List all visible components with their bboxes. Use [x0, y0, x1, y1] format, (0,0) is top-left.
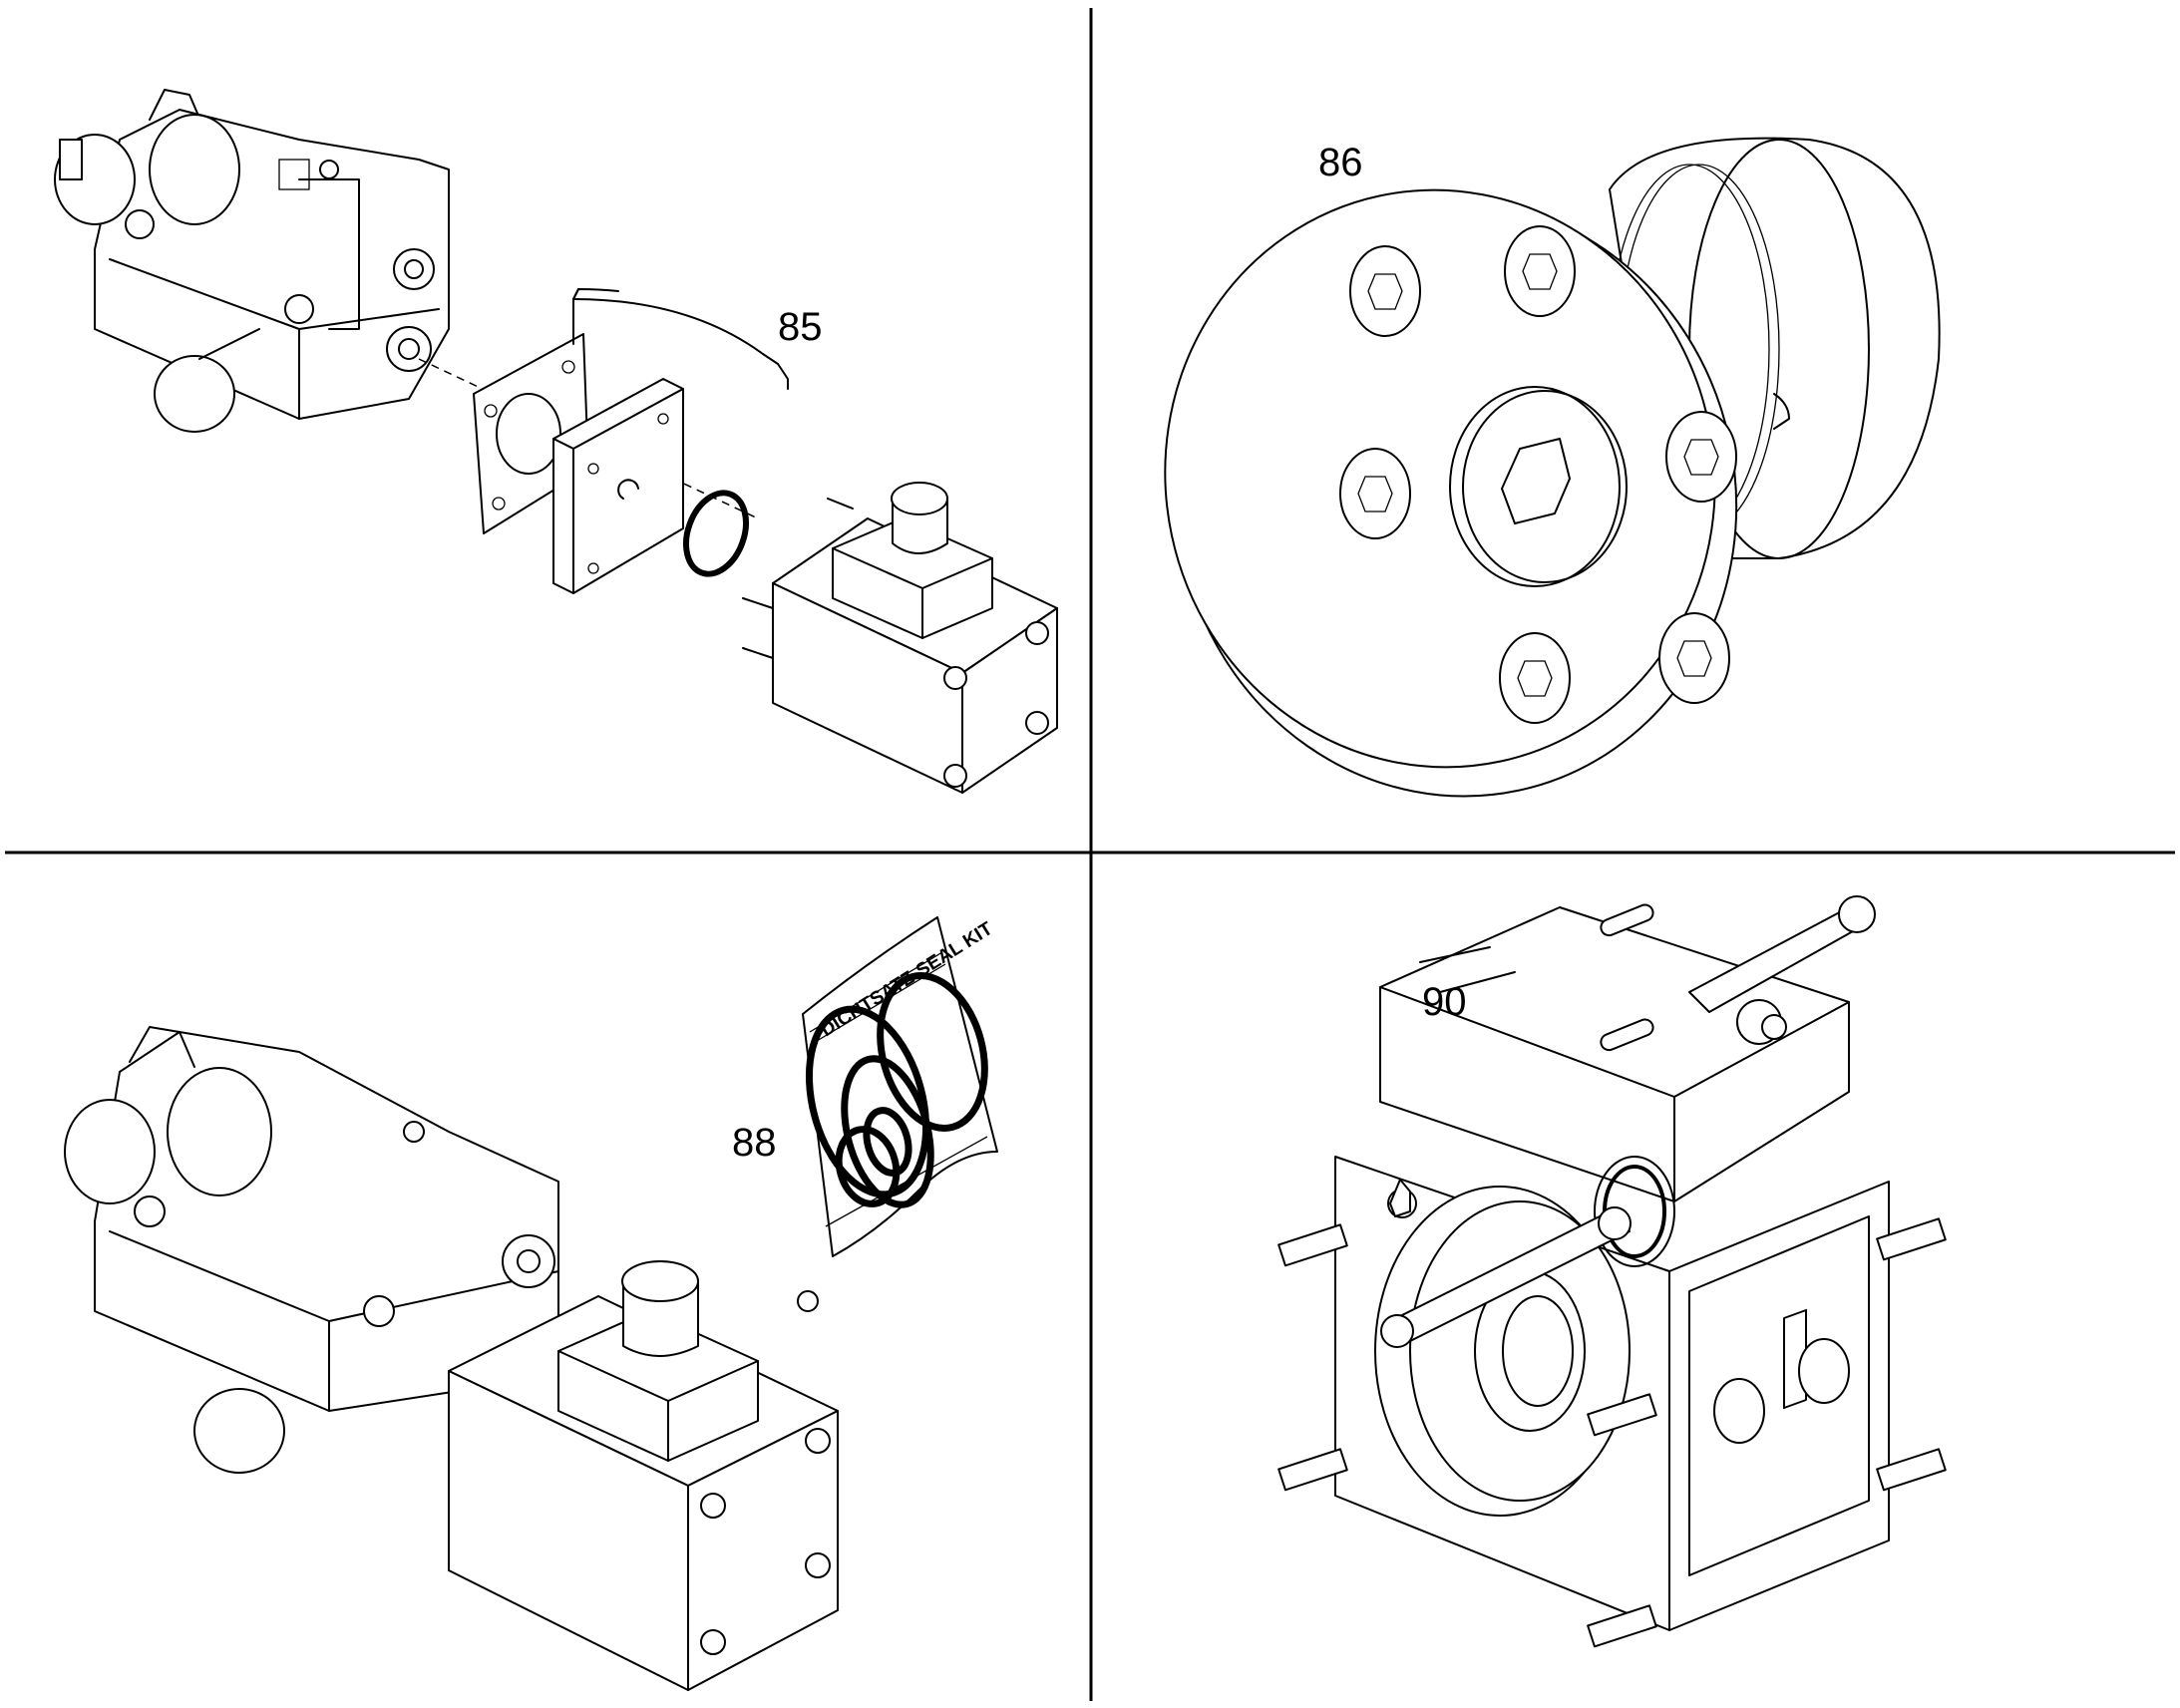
panel-bottom-right: 90 — [1091, 853, 2180, 1708]
pump-housing — [1334, 895, 1890, 1631]
solenoid-valve — [742, 482, 1058, 794]
callout-86: 86 — [1318, 141, 1363, 184]
exploded-valve-drawing — [54, 89, 1058, 794]
hex-socket — [1501, 438, 1571, 524]
callout-88: 88 — [732, 1121, 777, 1165]
pump-housing-drawing — [1277, 895, 1947, 1648]
panel-bottom-left: DICHTSATZ-SEAL KIT 88 — [0, 853, 1091, 1708]
assembled-solenoid — [448, 1260, 839, 1691]
o-ring — [683, 490, 749, 577]
seal-kit-bag — [802, 916, 998, 1257]
assembled-valve-drawing: DICHTSATZ-SEAL KIT — [64, 916, 998, 1691]
callout-90: 90 — [1422, 980, 1467, 1024]
pump-body — [54, 89, 450, 433]
callout-85: 85 — [778, 305, 823, 349]
bolt-heads — [1339, 225, 1737, 724]
adapter-block — [552, 378, 684, 594]
flange-cover-drawing — [1164, 137, 1941, 798]
assembled-pump — [64, 1026, 559, 1474]
panel-top-left: 85 — [0, 0, 1091, 853]
panel-top-right: 86 — [1091, 0, 2180, 853]
threaded-studs — [1277, 1217, 1947, 1648]
callout-bracket — [572, 298, 789, 390]
